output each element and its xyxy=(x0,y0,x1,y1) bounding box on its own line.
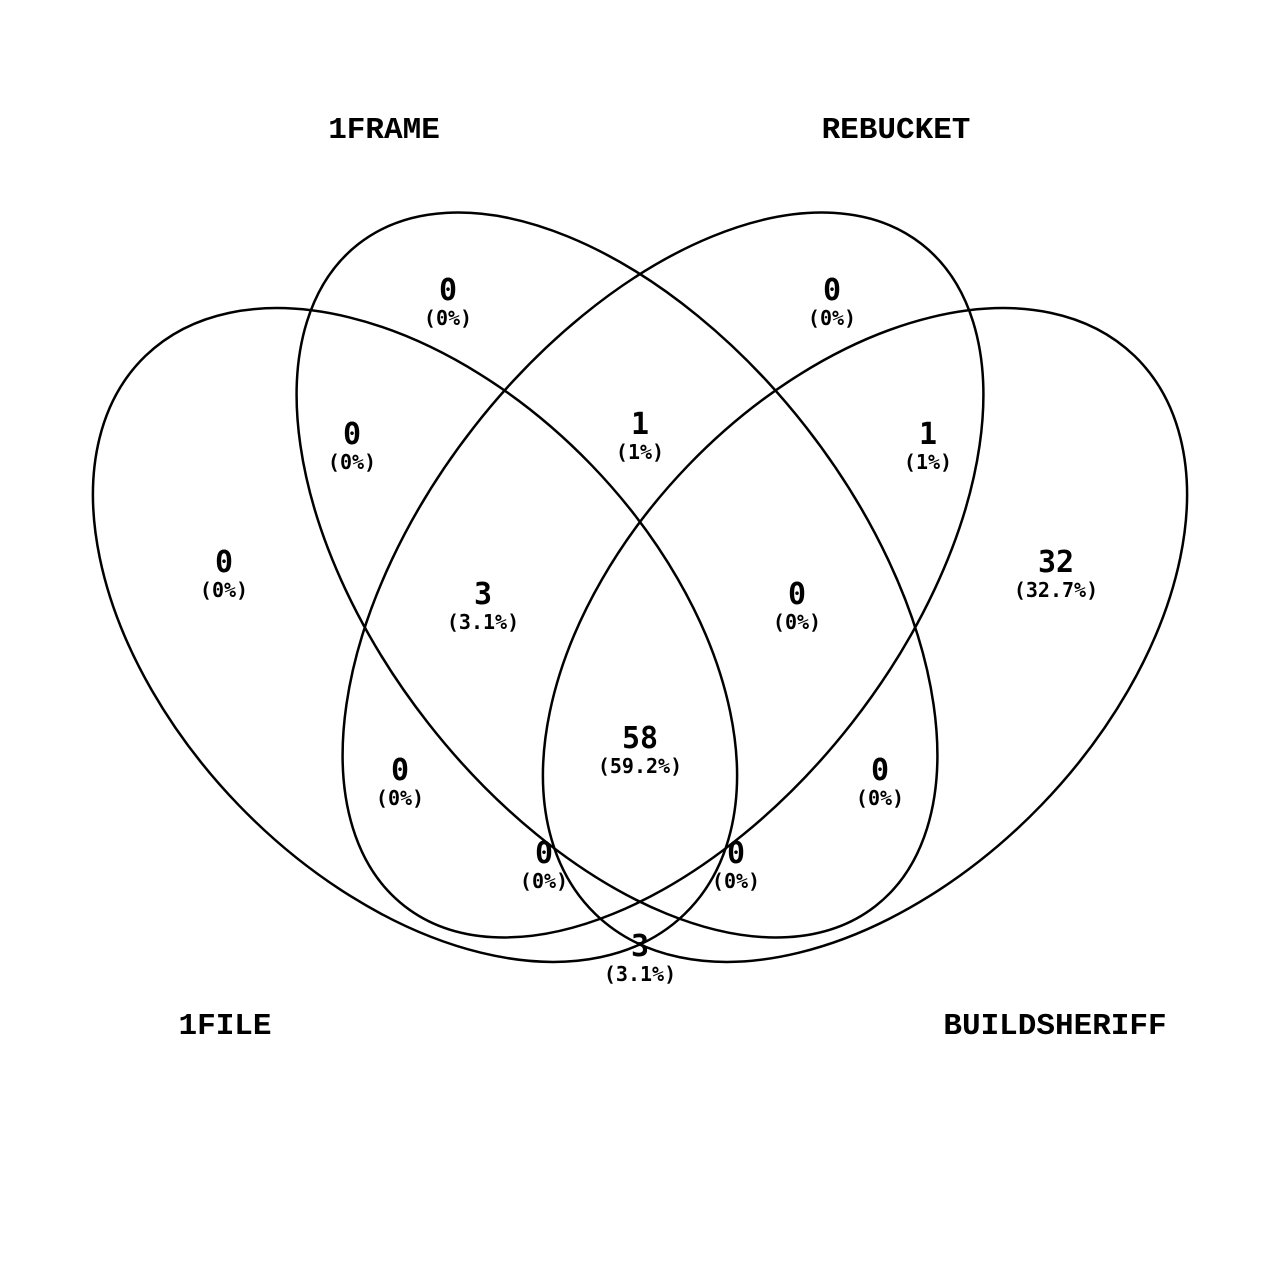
region-1file-rebucket: 0 (0%) xyxy=(376,753,424,810)
region-1frame-buildsheriff: 0 (0%) xyxy=(856,753,904,810)
region-count: 0 xyxy=(727,836,745,871)
region-1file-only: 0 (0%) xyxy=(200,545,248,602)
region-percent: (1%) xyxy=(904,450,952,474)
region-count: 0 xyxy=(871,753,889,788)
region-rebucket-buildsheriff: 1 (1%) xyxy=(904,417,952,474)
ellipse-1frame xyxy=(295,211,939,939)
region-1file-buildsheriff: 3 (3.1%) xyxy=(604,929,676,986)
region-percent: (0%) xyxy=(376,786,424,810)
region-count: 0 xyxy=(439,273,457,308)
region-1file-1frame-buildsheriff: 0 (0%) xyxy=(712,836,760,893)
set-label-1file: 1FILE xyxy=(178,1009,271,1044)
region-percent: (0%) xyxy=(773,610,821,634)
region-percent: (0%) xyxy=(712,869,760,893)
region-percent: (0%) xyxy=(856,786,904,810)
region-count: 58 xyxy=(622,721,658,756)
region-count: 1 xyxy=(919,417,937,452)
ellipse-1file xyxy=(91,306,739,964)
region-percent: (0%) xyxy=(424,306,472,330)
ellipse-rebucket xyxy=(341,211,985,939)
set-label-rebucket: REBUCKET xyxy=(822,113,971,148)
region-1frame-rebucket: 1 (1%) xyxy=(616,407,664,464)
region-count: 0 xyxy=(215,545,233,580)
region-percent: (0%) xyxy=(808,306,856,330)
region-percent: (0%) xyxy=(200,578,248,602)
region-percent: (0%) xyxy=(520,869,568,893)
region-count: 0 xyxy=(343,417,361,452)
region-percent: (59.2%) xyxy=(598,754,682,778)
region-1frame-rebucket-buildsheriff: 0 (0%) xyxy=(773,577,821,634)
region-1file-1frame: 0 (0%) xyxy=(328,417,376,474)
region-count: 0 xyxy=(788,577,806,612)
ellipse-buildsheriff xyxy=(541,306,1189,964)
region-percent: (3.1%) xyxy=(447,610,519,634)
region-buildsheriff-only: 32 (32.7%) xyxy=(1014,545,1098,602)
region-count: 0 xyxy=(823,273,841,308)
region-count: 3 xyxy=(631,929,649,964)
region-1file-1frame-rebucket: 3 (3.1%) xyxy=(447,577,519,634)
region-count: 3 xyxy=(474,577,492,612)
region-1frame-only: 0 (0%) xyxy=(424,273,472,330)
set-label-1frame: 1FRAME xyxy=(328,113,440,148)
set-label-buildsheriff: BUILDSHERIFF xyxy=(943,1009,1166,1044)
region-1file-rebucket-buildsheriff: 0 (0%) xyxy=(520,836,568,893)
region-percent: (1%) xyxy=(616,440,664,464)
region-percent: (3.1%) xyxy=(604,962,676,986)
region-percent: (0%) xyxy=(328,450,376,474)
region-rebucket-only: 0 (0%) xyxy=(808,273,856,330)
region-all-four: 58 (59.2%) xyxy=(598,721,682,778)
region-percent: (32.7%) xyxy=(1014,578,1098,602)
region-count: 1 xyxy=(631,407,649,442)
region-count: 32 xyxy=(1038,545,1074,580)
region-count: 0 xyxy=(391,753,409,788)
region-count: 0 xyxy=(535,836,553,871)
